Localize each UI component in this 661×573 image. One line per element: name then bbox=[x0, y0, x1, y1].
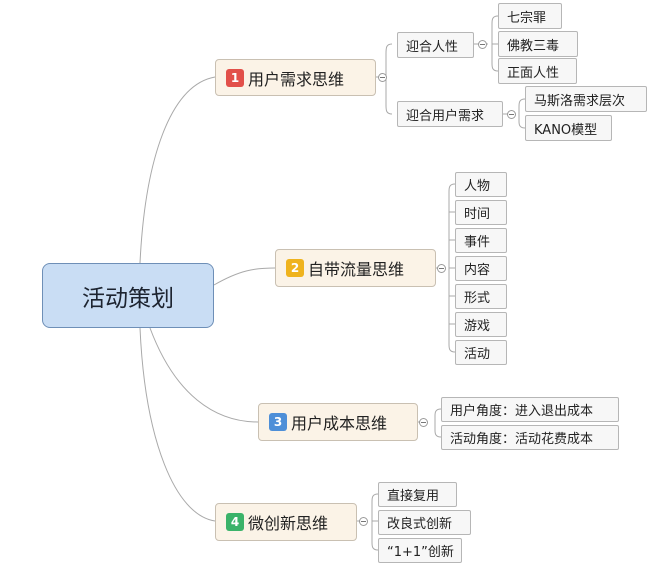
edge-b4-bracket bbox=[371, 493, 379, 551]
edge-b3-bracket bbox=[434, 408, 442, 438]
leaf-node[interactable]: 形式 bbox=[455, 284, 507, 309]
branch-node-3[interactable]: 3 用户成本思维 bbox=[258, 403, 418, 441]
collapse-toggle-icon[interactable] bbox=[507, 110, 516, 119]
edge-root-b4 bbox=[139, 327, 216, 522]
collapse-toggle-icon[interactable] bbox=[478, 40, 487, 49]
priority-4-badge: 4 bbox=[226, 513, 244, 531]
leaf-node[interactable]: “1+1”创新 bbox=[378, 538, 462, 563]
leaf-node[interactable]: KANO模型 bbox=[525, 115, 612, 141]
branch-node-4[interactable]: 4 微创新思维 bbox=[215, 503, 357, 541]
leaf-node[interactable]: 时间 bbox=[455, 200, 507, 225]
branch-label: 用户成本思维 bbox=[291, 414, 388, 433]
edge-b1s2-bracket bbox=[518, 98, 526, 129]
leaf-node[interactable]: 用户角度：进入退出成本 bbox=[441, 397, 619, 422]
leaf-node[interactable]: 游戏 bbox=[455, 312, 507, 337]
edge-b1-bracket bbox=[385, 43, 393, 115]
leaf-node[interactable]: 活动角度：活动花费成本 bbox=[441, 425, 619, 450]
branch-node-2[interactable]: 2 自带流量思维 bbox=[275, 249, 436, 287]
priority-1-badge: 1 bbox=[226, 68, 244, 87]
branch-label: 微创新思维 bbox=[248, 514, 329, 533]
collapse-toggle-icon[interactable] bbox=[378, 73, 387, 82]
leaf-node[interactable]: 活动 bbox=[455, 340, 507, 365]
edge-root-b3 bbox=[149, 327, 259, 423]
branch-node-1[interactable]: 1 用户需求思维 bbox=[215, 59, 376, 96]
root-node[interactable]: 活动策划 bbox=[42, 263, 214, 328]
edge-root-b2 bbox=[213, 267, 276, 286]
priority-3-badge: 3 bbox=[269, 413, 287, 431]
leaf-node[interactable]: 七宗罪 bbox=[498, 3, 562, 29]
branch-label: 自带流量思维 bbox=[308, 260, 405, 279]
sub-node-1-2[interactable]: 迎合用户需求 bbox=[397, 101, 503, 127]
leaf-node[interactable]: 内容 bbox=[455, 256, 507, 281]
leaf-node[interactable]: 佛教三毒 bbox=[498, 31, 578, 57]
leaf-node[interactable]: 事件 bbox=[455, 228, 507, 253]
collapse-toggle-icon[interactable] bbox=[419, 418, 428, 427]
collapse-toggle-icon[interactable] bbox=[359, 517, 368, 526]
leaf-node[interactable]: 马斯洛需求层次 bbox=[525, 86, 647, 112]
leaf-node[interactable]: 人物 bbox=[455, 172, 507, 197]
leaf-node[interactable]: 正面人性 bbox=[498, 58, 577, 84]
leaf-node[interactable]: 改良式创新 bbox=[378, 510, 471, 535]
sub-node-1-1[interactable]: 迎合人性 bbox=[397, 32, 474, 58]
edge-root-b1 bbox=[139, 76, 216, 264]
branch-label: 用户需求思维 bbox=[248, 69, 345, 89]
leaf-node[interactable]: 直接复用 bbox=[378, 482, 457, 507]
collapse-toggle-icon[interactable] bbox=[437, 264, 446, 273]
priority-2-badge: 2 bbox=[286, 259, 304, 277]
